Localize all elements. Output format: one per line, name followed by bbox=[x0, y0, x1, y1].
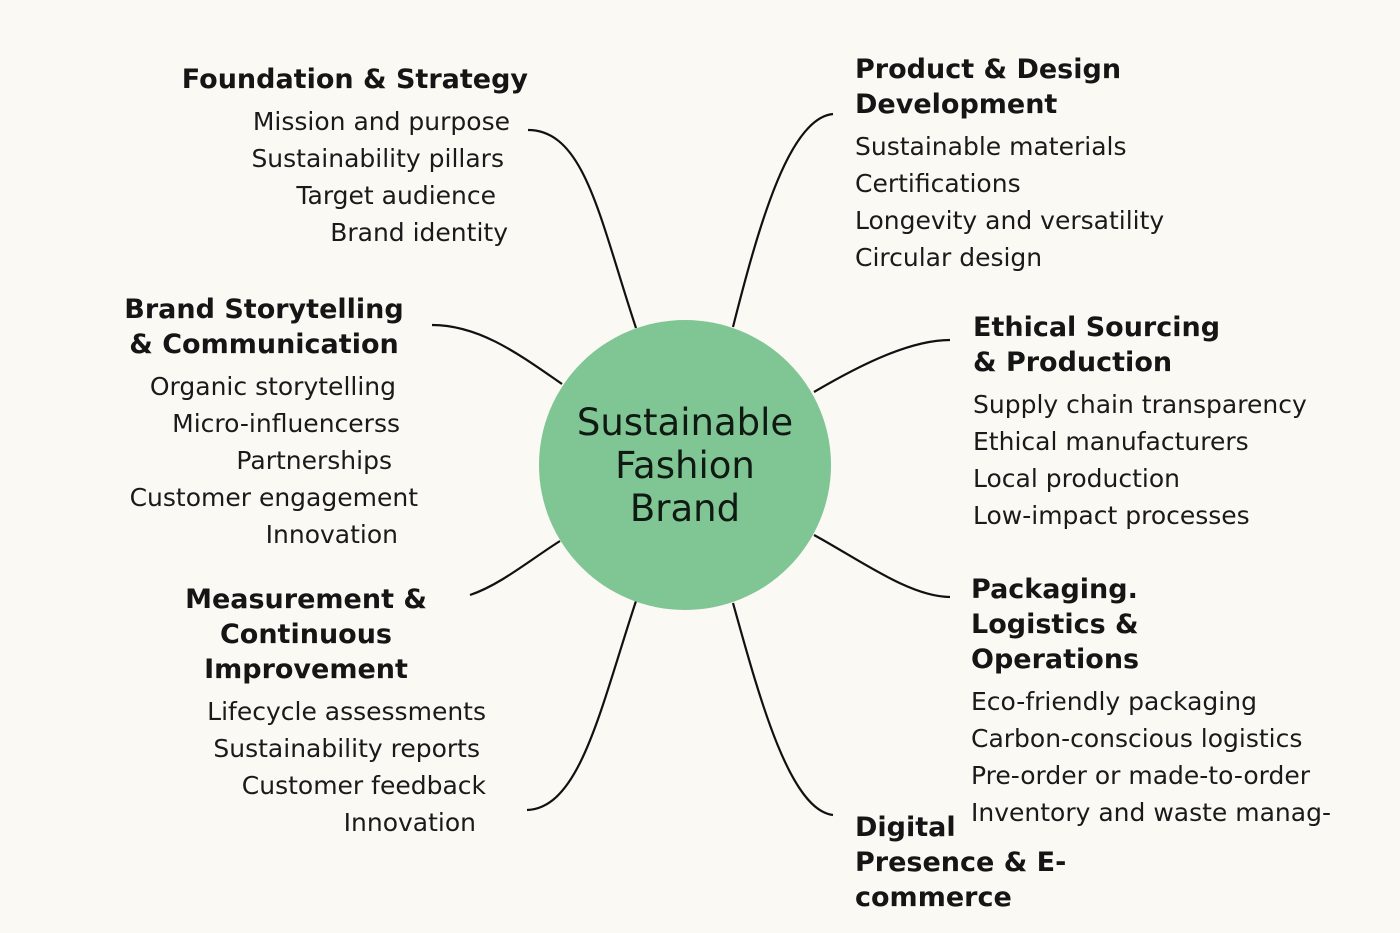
branch-item: Local production bbox=[973, 464, 1180, 493]
center-node: Sustainable Fashion Brand bbox=[539, 320, 831, 610]
branch-title: Packaging. Logistics & Operations bbox=[971, 574, 1140, 675]
connector-product-design bbox=[731, 112, 834, 328]
branch-item: Sustainability pillars bbox=[251, 144, 504, 173]
connector-measurement-lower bbox=[526, 600, 638, 812]
branch-item: Target audience bbox=[296, 181, 496, 210]
branch-item: Sustainability reports bbox=[213, 734, 480, 763]
branch-item: Brand identity bbox=[330, 218, 508, 247]
branch-title: Brand Storytelling & Communication bbox=[124, 294, 404, 360]
branch-item: Innovation bbox=[343, 808, 476, 837]
branch-title: Digital Presence & E-commerce bbox=[855, 812, 1067, 913]
branch-digital-presence: Digital Presence & E-commerce bbox=[855, 810, 1155, 915]
branch-item: Carbon-conscious logistics bbox=[971, 724, 1303, 753]
center-label: Sustainable Fashion Brand bbox=[576, 400, 794, 530]
branch-brand-storytelling: Brand Storytelling & Communication Organ… bbox=[110, 292, 418, 553]
branch-foundation-strategy: Foundation & Strategy Mission and purpos… bbox=[150, 62, 528, 251]
branch-item: Low-impact processes bbox=[973, 501, 1250, 530]
branch-item: Innovation bbox=[265, 520, 398, 549]
branch-item: Ethical manufacturers bbox=[973, 427, 1249, 456]
branch-title: Measurement & Continuous Improvement bbox=[185, 584, 427, 685]
branch-item: Organic storytelling bbox=[149, 372, 396, 401]
branch-measurement: Measurement & Continuous Improvement Lif… bbox=[120, 582, 492, 841]
branch-ethical-sourcing: Ethical Sourcing & Production Supply cha… bbox=[973, 310, 1353, 534]
connector-digital bbox=[731, 602, 834, 817]
connector-storytelling bbox=[431, 323, 563, 385]
branch-item: Eco-friendly packaging bbox=[971, 687, 1257, 716]
connector-packaging bbox=[813, 534, 951, 599]
branch-title: Ethical Sourcing & Production bbox=[973, 312, 1221, 378]
branch-item: Pre-order or made-to-order bbox=[971, 761, 1311, 790]
branch-item: Partnerships bbox=[236, 446, 392, 475]
branch-item: Certifications bbox=[855, 169, 1021, 198]
connector-measurement bbox=[469, 540, 561, 597]
branch-title: Product & Design Development bbox=[855, 54, 1122, 120]
branch-packaging-logistics: Packaging. Logistics & Operations Eco-fr… bbox=[971, 572, 1371, 831]
branch-item: Supply chain transparency bbox=[973, 390, 1307, 419]
connector-foundation bbox=[527, 128, 638, 329]
branch-item: Sustainable materials bbox=[855, 132, 1127, 161]
branch-item: Circular design bbox=[855, 243, 1043, 272]
branch-item: Customer engagement bbox=[129, 483, 418, 512]
branch-item: Lifecycle assessments bbox=[207, 697, 486, 726]
branch-item: Micro-influencerss bbox=[172, 409, 400, 438]
branch-item: Inventory and waste manag- bbox=[971, 798, 1331, 827]
connector-ethical-sourcing bbox=[813, 338, 951, 393]
branch-item: Customer feedback bbox=[241, 771, 486, 800]
branch-title: Foundation & Strategy bbox=[181, 64, 528, 95]
branch-item: Longevity and versatility bbox=[855, 206, 1165, 235]
branch-item: Mission and purpose bbox=[252, 107, 510, 136]
branch-product-design: Product & Design Development Sustainable… bbox=[855, 52, 1195, 276]
